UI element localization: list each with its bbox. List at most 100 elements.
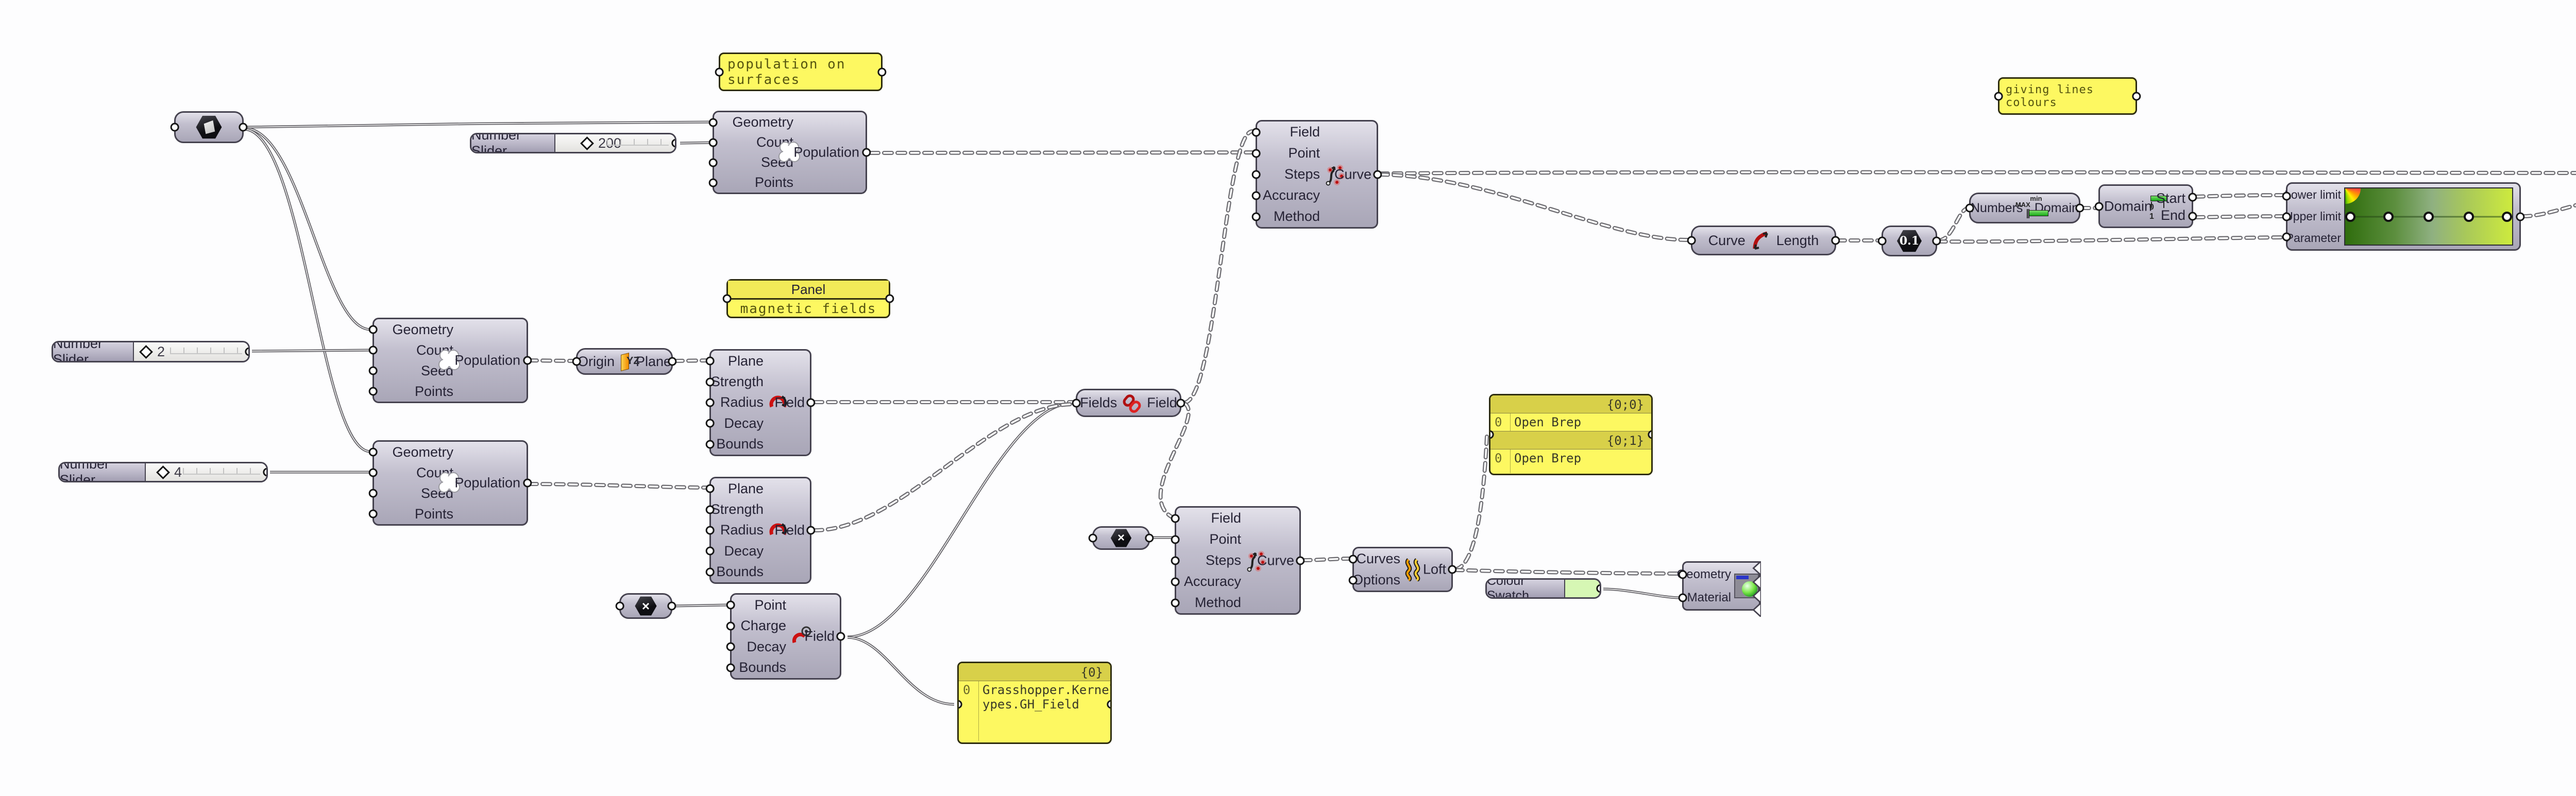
populate-geometry-3[interactable]: Geometry Count Seed Points Population <box>368 440 532 526</box>
curves-input-grip[interactable] <box>1348 555 1358 563</box>
output-grip[interactable] <box>1648 430 1651 439</box>
gradient-grip[interactable] <box>2463 211 2474 222</box>
slider-handle[interactable] <box>156 465 170 479</box>
count-input-grip[interactable] <box>368 345 378 355</box>
count-input-grip[interactable] <box>708 138 718 147</box>
output-grip[interactable] <box>1107 700 1110 709</box>
slider-track[interactable]: 200 <box>555 134 675 152</box>
bounds-node[interactable]: Numbers min MAX Domain <box>1965 193 2084 223</box>
output-grip[interactable] <box>667 601 676 611</box>
plane-input-grip[interactable] <box>705 356 715 366</box>
length-output-grip[interactable] <box>1831 236 1840 245</box>
method-input-grip[interactable] <box>1171 598 1180 607</box>
field-line-1[interactable]: Field Point Steps Accuracy Method Curve <box>1251 120 1382 229</box>
geometry-input-grip[interactable] <box>368 447 378 457</box>
accuracy-input-grip[interactable] <box>1251 191 1261 200</box>
populate-geometry-2[interactable]: Geometry Count Seed Points Population <box>368 318 532 403</box>
seed-input-grip[interactable] <box>368 489 378 498</box>
bounds-input-grip[interactable] <box>705 567 715 577</box>
deconstruct-domain-node[interactable]: Domain 0 1 Start End <box>2094 184 2197 228</box>
point-param-1[interactable]: × <box>615 593 676 619</box>
custom-preview-2[interactable]: Geometry Material <box>1677 561 1761 617</box>
input-grip[interactable] <box>170 123 179 132</box>
point-param-2[interactable]: × <box>1088 526 1154 550</box>
points-input-grip[interactable] <box>708 178 718 187</box>
output-grip[interactable] <box>885 294 894 303</box>
length-node[interactable]: Curve Length <box>1687 226 1840 255</box>
spin-force-1[interactable]: Plane Strength Radius Decay Bounds Field <box>705 349 816 456</box>
gradient-grip[interactable] <box>2502 211 2513 222</box>
loft-output-grip[interactable] <box>1448 565 1457 574</box>
geometry-input-grip[interactable] <box>1678 570 1687 579</box>
material-input-grip[interactable] <box>1678 593 1687 602</box>
curve-output-grip[interactable] <box>1373 170 1382 179</box>
population-output-grip[interactable] <box>523 356 532 365</box>
count-input-grip[interactable] <box>368 468 378 477</box>
steps-input-grip[interactable] <box>1171 556 1180 565</box>
field-output-grip[interactable] <box>836 632 845 641</box>
domain-output-grip[interactable] <box>2075 203 2084 213</box>
slider-track[interactable]: 4 <box>146 463 266 481</box>
bounds-input-grip[interactable] <box>705 440 715 449</box>
spin-force-2[interactable]: Plane Strength Radius Decay Bounds Field <box>705 477 816 584</box>
gradient-output-grip[interactable] <box>2516 212 2525 221</box>
lower-limit-input-grip[interactable] <box>2282 192 2291 201</box>
loft-node[interactable]: Curves Options Loft <box>1348 547 1457 592</box>
swatch-color[interactable] <box>1565 580 1600 597</box>
field-output-grip[interactable] <box>806 526 816 535</box>
decay-input-grip[interactable] <box>705 546 715 556</box>
input-grip[interactable] <box>1877 236 1887 246</box>
points-input-grip[interactable] <box>368 387 378 396</box>
output-grip[interactable] <box>263 468 266 477</box>
gradient-grip[interactable] <box>2424 211 2434 222</box>
parameter-input-grip[interactable] <box>2282 232 2291 241</box>
input-grip[interactable] <box>715 67 724 76</box>
decay-input-grip[interactable] <box>705 419 715 428</box>
slider-handle[interactable] <box>580 136 594 150</box>
numbers-input-grip[interactable] <box>1965 203 1974 213</box>
merge-fields-node[interactable]: Fields Field <box>1072 389 1185 417</box>
charge-input-grip[interactable] <box>726 621 735 631</box>
gradient-grip[interactable] <box>2345 211 2355 222</box>
curve-input-grip[interactable] <box>1687 236 1696 245</box>
input-grip[interactable] <box>615 601 624 611</box>
colour-swatch-node[interactable]: Colour Swatch <box>1485 578 1601 599</box>
population-output-grip[interactable] <box>862 148 871 157</box>
panel-field-data[interactable]: {0} 0 Grasshopper.Kernel.T ypes.GH_Field <box>957 662 1112 744</box>
strength-input-grip[interactable] <box>705 377 715 387</box>
panel-population-note[interactable]: population on surfaces <box>715 53 887 91</box>
radius-input-grip[interactable] <box>705 526 715 535</box>
panel-colours-note[interactable]: giving lines colours <box>1994 77 2141 115</box>
output-grip[interactable] <box>1932 236 1941 246</box>
gradient-node[interactable]: Lower limit Upper limit Parameter <box>2282 182 2525 251</box>
points-input-grip[interactable] <box>368 509 378 518</box>
plane-input-grip[interactable] <box>705 484 715 493</box>
number-slider-200[interactable]: Number Slider 200 <box>470 133 676 153</box>
input-grip[interactable] <box>722 294 732 303</box>
point-input-grip[interactable] <box>1171 535 1180 544</box>
point-input-grip[interactable] <box>1251 149 1261 158</box>
number-slider-2[interactable]: Number Slider 2 <box>52 341 250 362</box>
yz-plane-node[interactable]: Origin YZ Plane <box>572 348 677 375</box>
strength-input-grip[interactable] <box>705 505 715 514</box>
point-charge-node[interactable]: Point Charge Decay Bounds Field <box>726 593 845 680</box>
input-grip[interactable] <box>1994 92 2003 100</box>
output-grip[interactable] <box>1145 533 1154 543</box>
field-input-grip[interactable] <box>1251 128 1261 136</box>
slider-track[interactable]: 2 <box>134 342 248 361</box>
options-input-grip[interactable] <box>1348 576 1358 584</box>
seed-input-grip[interactable] <box>708 158 718 167</box>
number-slider-4[interactable]: Number Slider 4 <box>58 462 268 482</box>
gradient-grip[interactable] <box>2383 211 2394 222</box>
domain-input-grip[interactable] <box>2094 202 2104 211</box>
seed-input-grip[interactable] <box>368 366 378 375</box>
radius-input-grip[interactable] <box>705 398 715 407</box>
surface-param-node[interactable] <box>170 111 248 143</box>
output-grip[interactable] <box>245 347 248 356</box>
panel-magnetic-fields[interactable]: Panel magnetic fields <box>722 279 894 318</box>
field-input-grip[interactable] <box>1171 514 1180 523</box>
method-input-grip[interactable] <box>1251 212 1261 221</box>
output-grip[interactable] <box>2132 92 2141 100</box>
field-line-2[interactable]: Field Point Steps Accuracy Method Curve <box>1171 506 1305 615</box>
